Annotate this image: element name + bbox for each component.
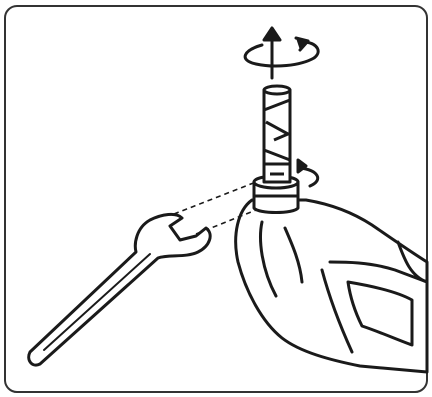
tool-housing-icon <box>234 198 429 374</box>
rotation-arrow-icon <box>243 26 320 80</box>
wrench-icon <box>27 212 212 367</box>
collar-rotation-arrow-icon <box>296 158 320 188</box>
drill-bit-icon <box>262 84 292 184</box>
